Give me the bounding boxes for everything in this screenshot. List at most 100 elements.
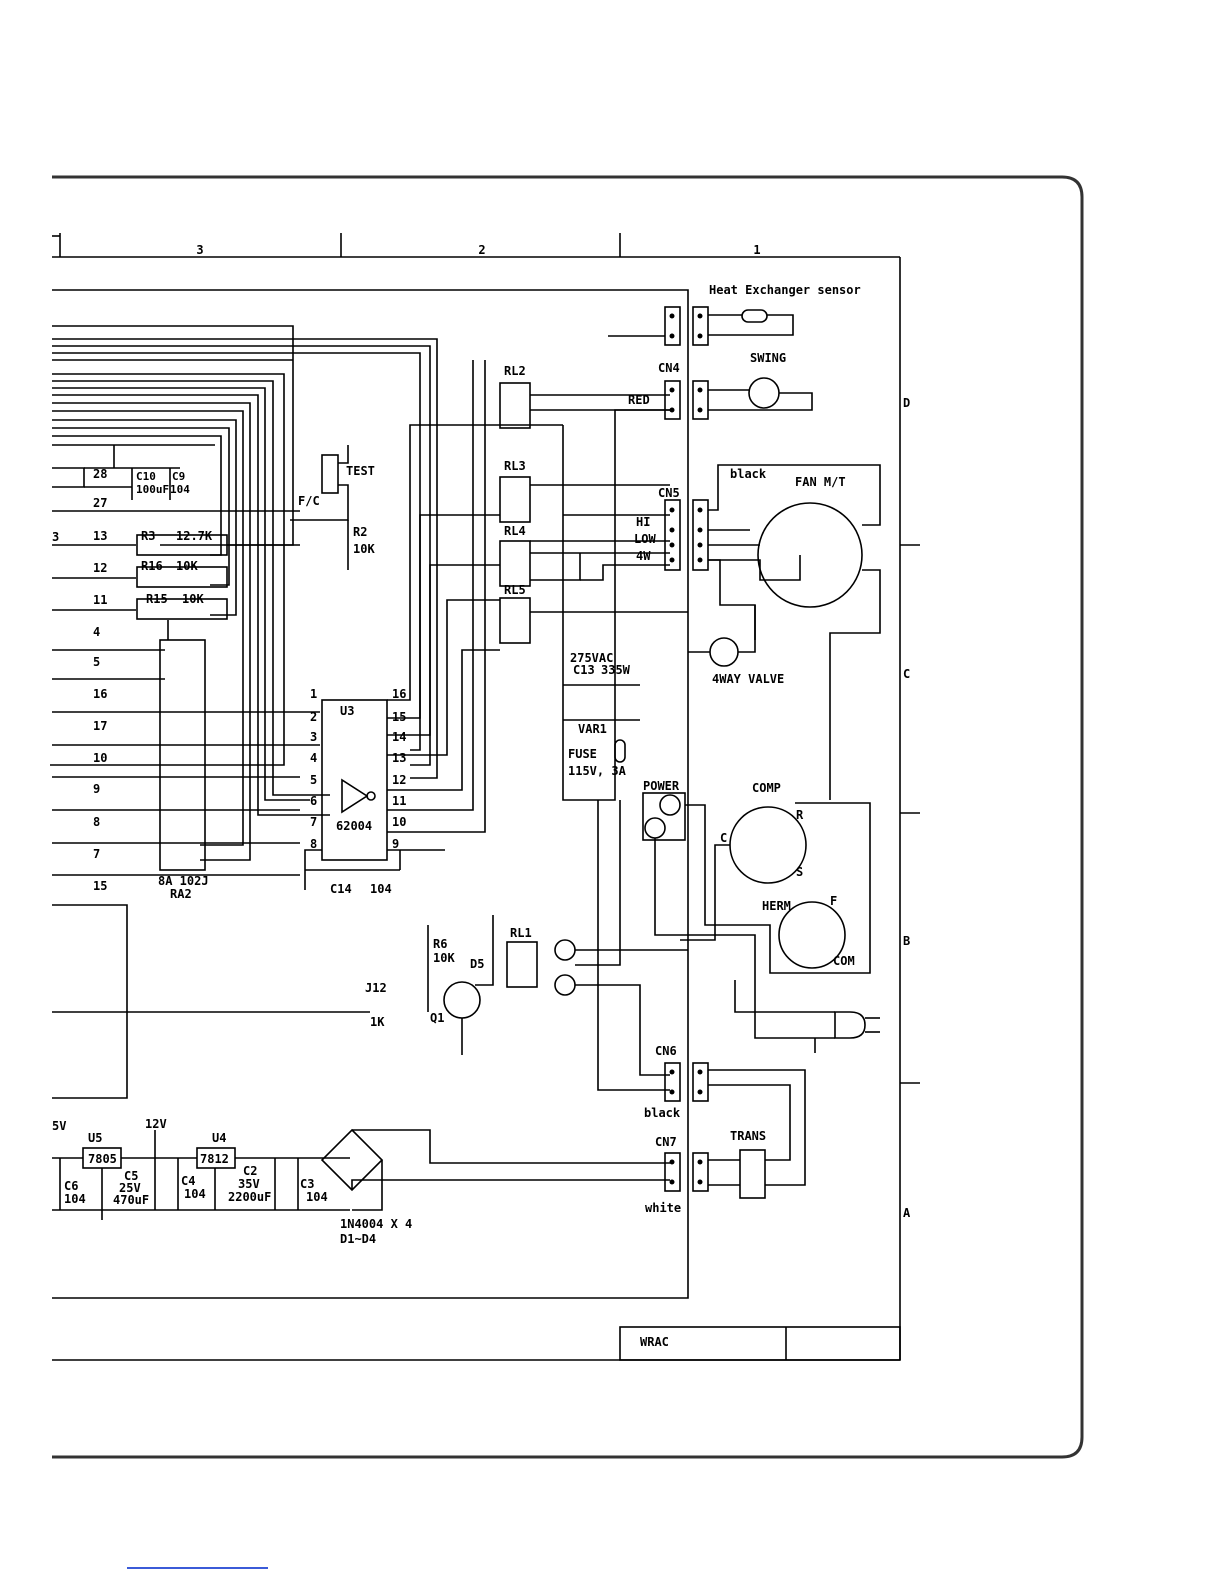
label-heat-exchanger-sensor: Heat Exchanger sensor (709, 283, 861, 297)
label-q1: Q1 (430, 1011, 444, 1025)
label-r15-val: 10K (182, 592, 204, 606)
mcu-pin-8: 8 (93, 815, 100, 829)
label-275vac: 275VAC (570, 651, 613, 665)
label-red: RED (628, 393, 650, 407)
label-c5-v: 25V (119, 1181, 141, 1195)
label-c2-v: 35V (238, 1177, 260, 1191)
label-c5-val: 470uF (113, 1193, 149, 1207)
herm-capacitor (778, 901, 846, 969)
row-label-d: D (903, 396, 910, 410)
label-left-cut: 3 (52, 530, 59, 544)
label-swing: SWING (750, 351, 786, 365)
label-5v: 5V (52, 1119, 66, 1133)
label-c6-val: 104 (64, 1192, 86, 1206)
label-c9: C9 (172, 470, 185, 483)
label-fc: F/C (298, 494, 320, 508)
label-d5: D5 (470, 957, 484, 971)
connector-cn6 (664, 1062, 681, 1102)
label-c10-val: 100uF (136, 483, 169, 496)
u3-right-pins: 16 15 14 13 12 11 10 9 (392, 687, 406, 851)
label-c13-val: 335W (601, 663, 631, 677)
u3-pin-9: 9 (392, 837, 399, 851)
mcu-pin-16: 16 (93, 687, 107, 701)
label-c5: C5 (124, 1169, 138, 1183)
relay-rl3 (499, 476, 531, 523)
u3-pin-13: 13 (392, 751, 406, 765)
label-c10: C10 (136, 470, 156, 483)
connector-cn4 (664, 380, 681, 420)
label-u5: U5 (88, 1131, 102, 1145)
label-hi: HI (636, 515, 650, 529)
u3-pin-7: 7 (310, 815, 317, 829)
label-c3: C3 (300, 1177, 314, 1191)
label-diodes: 1N4004 X 4 (340, 1217, 412, 1231)
test-jumper (321, 454, 339, 494)
label-r16: R16 (141, 559, 163, 573)
label-rl2: RL2 (504, 364, 526, 378)
label-u4-part: 7812 (200, 1152, 229, 1166)
mcu-pin-27: 27 (93, 496, 107, 510)
u3-chip (321, 699, 388, 861)
relay-rl1 (506, 941, 538, 988)
label-r15: R15 (146, 592, 168, 606)
label-u4: U4 (212, 1131, 226, 1145)
mcu-pin-15: 15 (93, 879, 107, 893)
label-white: white (645, 1201, 681, 1215)
label-r2-val: 10K (353, 542, 375, 556)
label-rl1: RL1 (510, 926, 532, 940)
u3-pin-10: 10 (392, 815, 406, 829)
row-label-b: B (903, 934, 910, 948)
mcu-pin-9: 9 (93, 782, 100, 796)
label-var1: VAR1 (578, 722, 607, 736)
label-r3-val: 12.7K (176, 529, 213, 543)
label-4way-valve: 4WAY VALVE (712, 672, 784, 686)
pcb-boundary (52, 289, 689, 1299)
mcu-pin-4: 4 (93, 625, 100, 639)
label-c14: C14 (330, 882, 352, 896)
u3-pin-12: 12 (392, 773, 406, 787)
label-c13: C13 (573, 663, 595, 677)
label-cn5: CN5 (658, 486, 680, 500)
connector-sensor-pcb (664, 306, 681, 346)
label-herm: HERM (762, 899, 791, 913)
label-12v: 12V (145, 1117, 167, 1131)
row-label-a: A (903, 1206, 911, 1220)
mcu-pin-28: 28 (93, 467, 107, 481)
label-cn4: CN4 (658, 361, 680, 375)
label-r3: R3 (141, 529, 155, 543)
u3-pin-16: 16 (392, 687, 406, 701)
power-plug (834, 1011, 866, 1039)
u3-pin-11: 11 (392, 794, 406, 808)
label-c4: C4 (181, 1174, 195, 1188)
mcu-pin-10: 10 (93, 751, 107, 765)
label-rl5: RL5 (504, 583, 526, 597)
label-comp-f: F (830, 894, 837, 908)
u3-pin-5: 5 (310, 773, 317, 787)
u3-pin-6: 6 (310, 794, 317, 808)
column-label-1: 1 (753, 243, 760, 257)
mcu-pin-5: 5 (93, 655, 100, 669)
label-r16-val: 10K (176, 559, 198, 573)
label-trans: TRANS (730, 1129, 766, 1143)
label-fuse-val: 115V, 3A (568, 764, 627, 778)
label-u3: U3 (340, 704, 354, 718)
label-j12: J12 (365, 981, 387, 995)
column-label-3: 3 (196, 243, 203, 257)
relay-rl5 (499, 597, 531, 644)
swing-motor (748, 377, 780, 409)
label-u5-part: 7805 (88, 1152, 117, 1166)
label-com: COM (833, 954, 855, 968)
connector-cn5 (664, 499, 681, 571)
title-block-name: WRAC (640, 1335, 669, 1349)
u3-pin-8: 8 (310, 837, 317, 851)
panel-border (52, 175, 1084, 1459)
u3-pin-15: 15 (392, 710, 406, 724)
ra2-network (159, 639, 206, 871)
four-way-valve (709, 637, 739, 667)
u3-pin-14: 14 (392, 730, 406, 744)
title-block (619, 1326, 901, 1361)
label-comp: COMP (752, 781, 781, 795)
label-c4-val: 104 (184, 1187, 206, 1201)
